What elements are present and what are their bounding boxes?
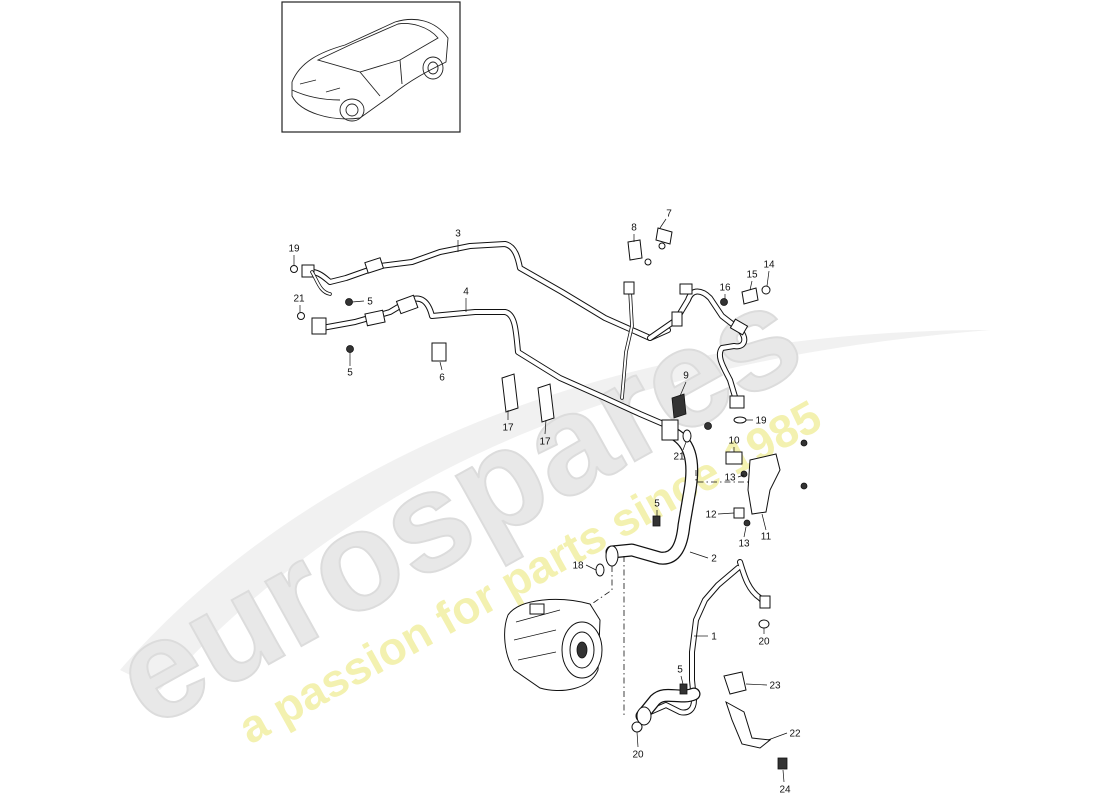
bolt-5c-icon (652, 515, 661, 527)
pipe-3 (301, 241, 671, 341)
bolt-13-icon (743, 519, 751, 527)
ring-18-icon (595, 563, 605, 577)
bolt-5d-icon (679, 683, 688, 695)
bracket-11-icon (747, 453, 781, 515)
watermark-brand: eurospares (88, 253, 824, 756)
callout-20: 20 (632, 750, 644, 761)
bolt-5b-icon (346, 345, 354, 353)
ring-14-icon (761, 285, 771, 295)
bolt-11b-icon (800, 482, 808, 490)
callout-1: 1 (711, 632, 717, 643)
clamp-12-icon (733, 507, 745, 519)
callout-14: 14 (763, 260, 775, 271)
bracket-15-icon (741, 287, 759, 305)
callout-24: 24 (779, 785, 791, 796)
bolt-13b-icon (740, 470, 748, 478)
callout-5: 5 (367, 297, 373, 308)
callout-11: 11 (761, 532, 772, 543)
bolt-24-icon (777, 757, 788, 770)
pipe-branch (620, 281, 749, 409)
callout-5: 5 (347, 368, 353, 379)
bolt-11a-icon (800, 439, 808, 447)
clamp-23-icon (723, 671, 747, 695)
ring-19a-icon (290, 265, 298, 273)
ring-20b-icon (631, 721, 643, 733)
callout-15: 15 (746, 270, 758, 281)
callout-13: 13 (738, 539, 750, 550)
watermark-swoosh (120, 330, 990, 690)
callout-12: 12 (705, 510, 717, 521)
callout-18: 18 (572, 561, 584, 572)
callout-2: 2 (711, 554, 717, 565)
callout-9: 9 (683, 371, 689, 382)
pipe-4 (311, 294, 671, 429)
callout-8: 8 (631, 223, 637, 234)
callout-21: 21 (673, 452, 685, 463)
ring-21b-icon (682, 429, 692, 443)
clamp-9-icon (671, 393, 687, 419)
clamp-17a-icon (501, 373, 519, 413)
bolt-5e-icon (704, 422, 712, 430)
callout-3: 3 (455, 229, 461, 240)
clamp-17b-icon (537, 383, 555, 423)
callout-20: 20 (758, 637, 770, 648)
callout-19: 19 (755, 416, 767, 427)
bolt-16-icon (720, 298, 728, 306)
callout-7: 7 (666, 209, 672, 220)
dash-leader-3 (695, 470, 752, 483)
callout-17: 17 (539, 437, 551, 448)
hose-1 (635, 559, 771, 726)
bracket-8-icon (627, 239, 643, 261)
callout-13: 13 (724, 473, 736, 484)
bolt-5a-icon (345, 298, 353, 306)
callout-21: 21 (293, 294, 305, 305)
car-thumbnail-icon (281, 1, 461, 133)
callout-22: 22 (789, 729, 801, 740)
clamp-6-icon (431, 342, 447, 362)
callout-5: 5 (677, 665, 683, 676)
bracket-7-icon (655, 227, 673, 245)
ring-21a-icon (297, 312, 305, 320)
callout-10: 10 (728, 436, 740, 447)
callout-17: 17 (502, 423, 514, 434)
ring-20a-icon (758, 619, 770, 629)
callout-19: 19 (288, 244, 300, 255)
thumbnail-frame (281, 1, 461, 133)
clamp-10-icon (725, 451, 743, 465)
ring-19b-icon (733, 416, 747, 424)
callout-16: 16 (719, 283, 731, 294)
callout-5: 5 (654, 499, 660, 510)
bracket-22-icon (725, 700, 772, 749)
callout-23: 23 (769, 681, 781, 692)
callout-4: 4 (463, 287, 469, 298)
ac-compressor-icon (504, 599, 603, 691)
callout-6: 6 (439, 373, 445, 384)
callout-leaders (293, 218, 788, 783)
small-parts (290, 227, 808, 770)
